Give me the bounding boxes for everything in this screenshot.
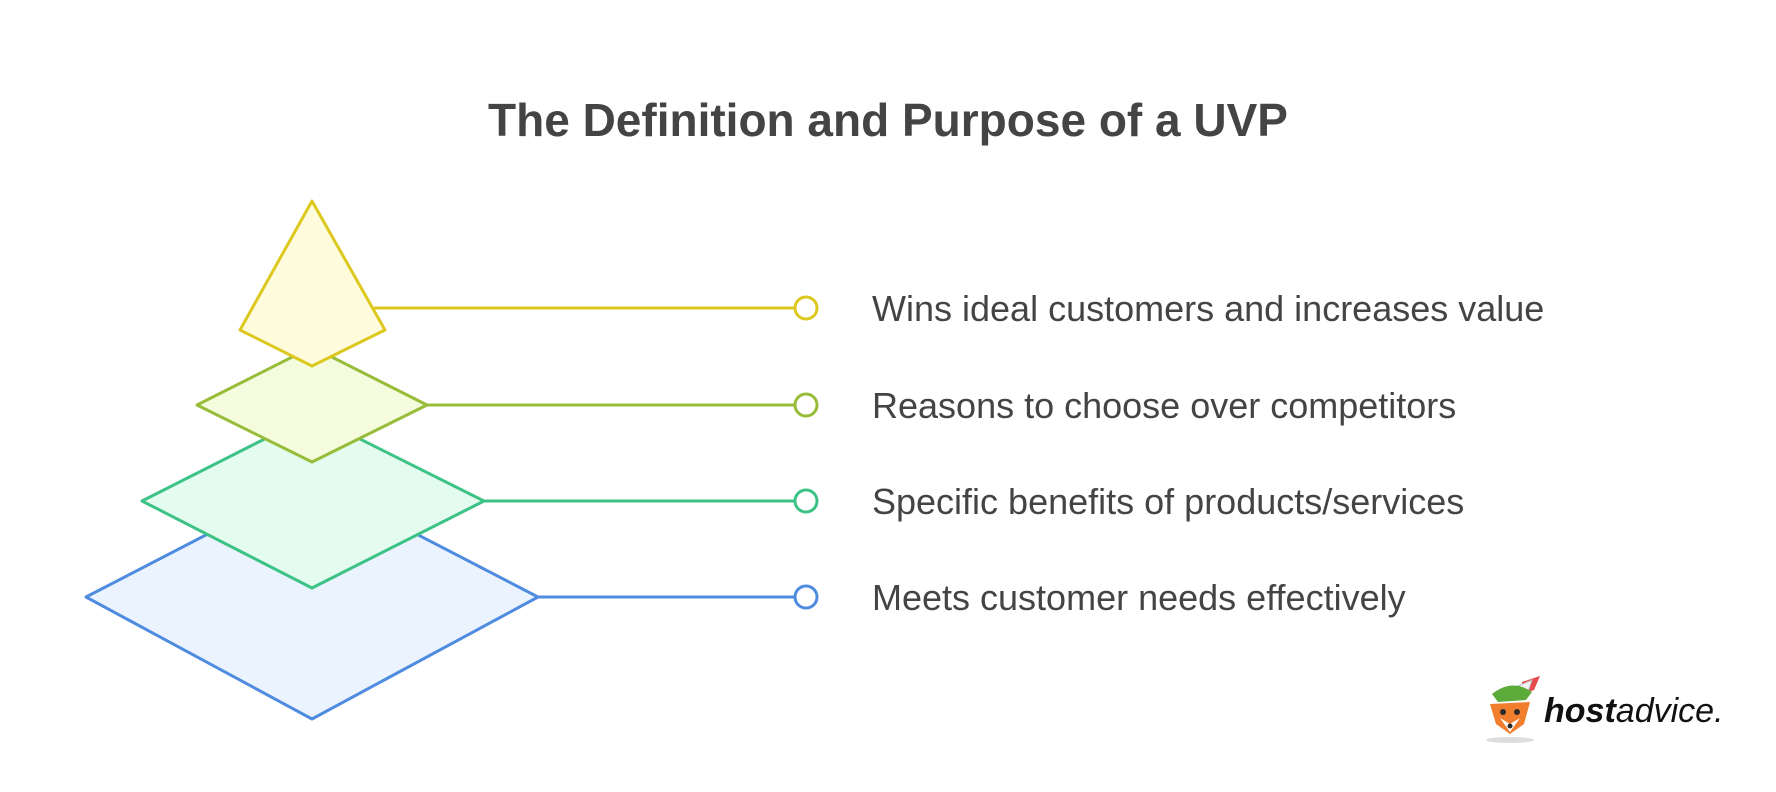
brand-wordmark-light: advice. (1616, 692, 1724, 730)
fox-mascot-icon (1486, 676, 1540, 743)
level-3-marker (793, 488, 819, 514)
level-1-apex (238, 199, 387, 368)
pyramid-level-3: Specific benefits of products/services (140, 413, 1464, 590)
pyramid-level-2: Reasons to choose over competitors (195, 345, 1456, 464)
pyramid-level-4: Meets customer needs effectively (84, 478, 1406, 721)
level-4-label: Meets customer needs effectively (872, 577, 1406, 618)
level-1-marker (793, 295, 819, 321)
level-2-marker (793, 392, 819, 418)
brand-wordmark-bold: host (1544, 692, 1617, 730)
level-3-label: Specific benefits of products/services (872, 481, 1464, 522)
level-4-diamond (84, 478, 540, 721)
level-4-marker (793, 584, 819, 610)
pyramid-level-1: Wins ideal customers and increases value (238, 199, 1544, 368)
brand-wordmark: hostadvice. (1544, 692, 1724, 730)
brand-logo: hostadvice. (1486, 676, 1724, 743)
level-2-diamond (195, 345, 429, 464)
page-title: The Definition and Purpose of a UVP (488, 94, 1288, 146)
level-3-diamond (140, 413, 486, 590)
level-2-label: Reasons to choose over competitors (872, 385, 1456, 426)
level-1-label: Wins ideal customers and increases value (872, 288, 1544, 329)
